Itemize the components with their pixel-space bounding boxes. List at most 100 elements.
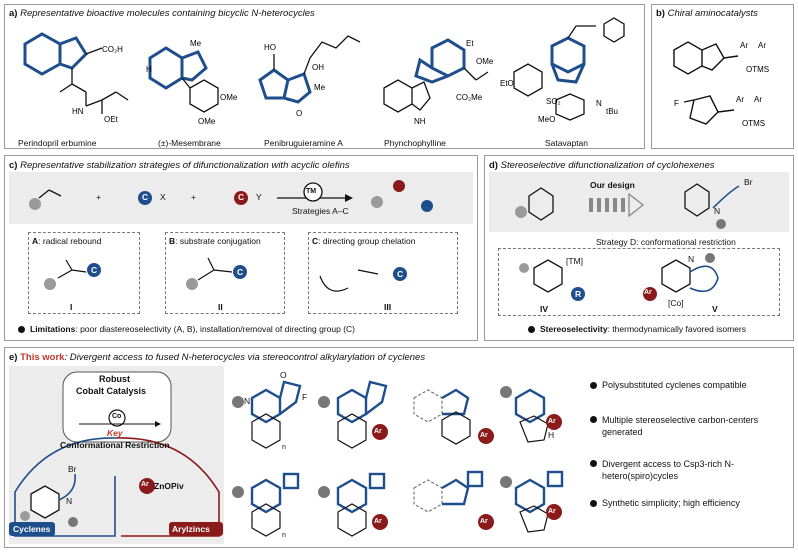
limitations-text: : poor diastereoselectivity (A, B), inst… (75, 324, 356, 334)
svg-text:H: H (146, 65, 152, 74)
perindopril-structure: CO₂H HN OEt (23, 32, 129, 124)
panel-d-letter: d) (489, 160, 498, 171)
feature-1: Polysubstituted cyclenes compatible (602, 380, 747, 390)
design-n-label: N (714, 206, 721, 216)
product-1-n: N (244, 396, 251, 406)
cobalt-catalysis-label: Cobalt Catalysis (76, 386, 147, 396)
limitations-bullet (18, 326, 25, 333)
strategy-d-intermediates (519, 253, 719, 301)
panel-c-reaction-scheme (29, 180, 433, 212)
svg-text:SO₂: SO₂ (546, 97, 561, 106)
svg-text:CO₂H: CO₂H (102, 45, 123, 54)
product-8-ar: Ar (548, 508, 556, 515)
strategy-c-key: C (312, 236, 319, 246)
product-7-ar: Ar (480, 518, 488, 525)
arylzinc-znopiv-label: ZnOPiv (154, 481, 184, 491)
feature-3: Divergent access to Csp3-rich N-hetero(s… (602, 459, 735, 481)
panel-e-concept-graphic (9, 371, 223, 537)
svg-text:OMe: OMe (198, 117, 216, 126)
product-grid (232, 380, 564, 537)
feature-2: Multiple stereoselective carbon-centers … (602, 415, 759, 437)
svg-text:CO₂Me: CO₂Me (456, 93, 483, 102)
product-1-o: O (280, 370, 287, 380)
compound-ii-label: II (218, 302, 223, 312)
cyclenes-label: Cyclenes (13, 524, 51, 534)
strategy-c-label: C: directing group chelation (312, 236, 415, 246)
product-1-f: F (302, 392, 308, 402)
strategy-b-key: B (169, 236, 176, 246)
design-br-label: Br (744, 177, 753, 187)
reagent-plus-2: + (191, 192, 196, 202)
cyclene-br-label: Br (68, 464, 77, 474)
svg-text:tBu: tBu (606, 107, 618, 116)
molecule-label-3: Penibruguieramine A (264, 138, 343, 148)
molecule-label-1: Perindopril erbumine (18, 138, 97, 148)
limitations-label: Limitations (30, 324, 76, 334)
svg-text:OTMS: OTMS (746, 65, 769, 74)
product-5 (232, 472, 300, 537)
svg-text:HN: HN (72, 107, 84, 116)
product-2-ar: Ar (374, 428, 382, 435)
reagent-r-label: C (238, 192, 245, 202)
svg-text:Me: Me (190, 39, 202, 48)
svg-text:NH: NH (414, 117, 426, 126)
panel-b (651, 4, 794, 149)
box-a-c-label: C (91, 265, 98, 275)
molecule-label-4: Phynchophylline (384, 138, 446, 148)
svg-text:Et: Et (466, 39, 474, 48)
panel-b-title: b) Chiral aminocatalysts (656, 8, 758, 19)
co-label: Co (112, 413, 122, 420)
box-c-c-label: C (397, 269, 404, 279)
panel-d-title: d) Stereoselective difunctionalization o… (489, 160, 715, 171)
panel-a-title: a) Representative bioactive molecules co… (9, 8, 315, 19)
panel-a-title-text: Representative bioactive molecules conta… (20, 8, 315, 19)
svg-text:MeO: MeO (538, 115, 555, 124)
panel-c-title: c) Representative stabilization strategi… (9, 160, 350, 171)
strategy-b-label: B: substrate conjugation (169, 236, 261, 246)
strategy-box-c (308, 232, 458, 314)
panel-c-title-text: Representative stabilization strategies … (20, 160, 350, 171)
svg-text:Ar: Ar (758, 41, 766, 50)
tm-catalyst-label: TM (306, 188, 317, 195)
svg-text:HO: HO (264, 43, 276, 52)
product-7 (413, 470, 494, 530)
strategy-d-label: Strategy D: conformational restriction (596, 237, 736, 247)
arylzinc-ar-label: Ar (141, 481, 149, 488)
panel-b-letter: b) (656, 8, 665, 19)
strategy-d-r: R (575, 289, 582, 299)
product-5-sub-n: n (282, 532, 286, 539)
product-2 (318, 380, 388, 449)
svg-text:Ar: Ar (754, 95, 762, 104)
strategy-box-a (28, 232, 140, 314)
reagent-plus-1: + (96, 192, 101, 202)
panel-e-title-text: : Divergent access to fused N-heterocycl… (64, 352, 426, 363)
stereo-label: Stereoselectivity (540, 324, 608, 334)
panel-a-letter: a) (9, 8, 18, 19)
feature-bullet-1 (590, 382, 597, 389)
strategy-d-co: [Co] (668, 298, 684, 308)
robust-label: Robust (99, 374, 130, 384)
panel-c-letter: c) (9, 160, 18, 171)
limitations-row: Limitations: poor diastereoselectivity (… (30, 324, 355, 334)
panel-e-title: e) This work: Divergent access to fused … (9, 352, 425, 363)
strategy-a-key: A (32, 236, 39, 246)
strategy-c-text: : directing group chelation (318, 236, 416, 246)
compound-iii-label: III (384, 302, 392, 312)
panel-a (4, 4, 645, 149)
arylzincs-label: Arylzincs (172, 524, 210, 534)
strategies-label: Strategies A–C (292, 206, 349, 216)
compound-i-label: I (70, 302, 73, 312)
svg-text:OMe: OMe (476, 57, 494, 66)
product-6-ar: Ar (374, 518, 382, 525)
panel-e-highlight: This work (20, 352, 65, 363)
compound-iv-label: IV (540, 304, 549, 314)
product-6 (318, 472, 388, 537)
product-1 (232, 380, 302, 449)
strategy-b-text: : substrate conjugation (175, 236, 261, 246)
stereo-bullet (528, 326, 535, 333)
stereo-row: Stereoselectivity: thermodynamically fav… (540, 324, 746, 334)
mesembrane-structure: Me H OMe OMe (146, 39, 238, 126)
product-4-ar: Ar (548, 418, 556, 425)
svg-text:OTMS: OTMS (742, 119, 765, 128)
